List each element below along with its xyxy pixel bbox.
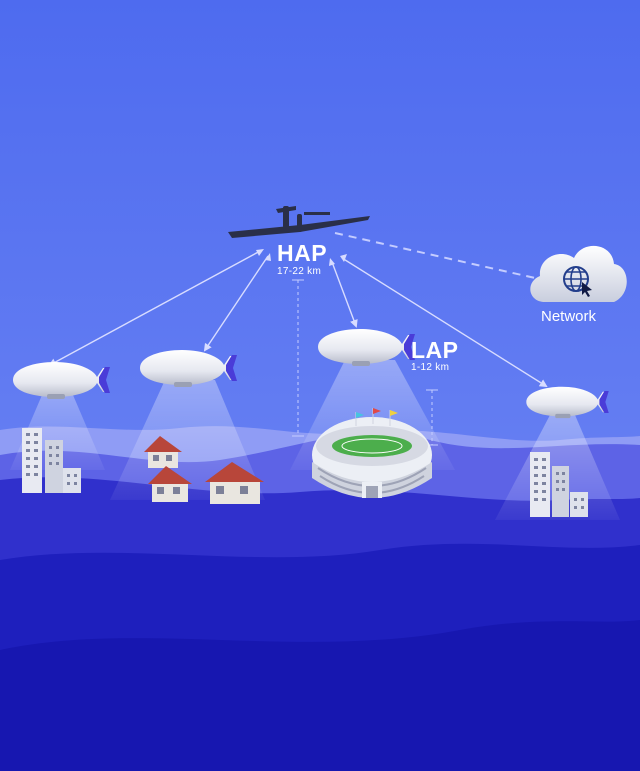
- lap-altitude-label: 1-12 km: [411, 362, 450, 373]
- link-hap-left: [48, 249, 263, 366]
- link-hap-right: [341, 257, 548, 388]
- network-label: Network: [541, 308, 597, 325]
- building-icon: [530, 452, 588, 517]
- arrowhead: [256, 249, 264, 256]
- globe-icon: [563, 266, 592, 297]
- lap-title: LAP: [411, 337, 459, 363]
- house-icon: [205, 462, 264, 504]
- link-hap-network: [334, 232, 536, 279]
- hap-title: HAP: [277, 240, 328, 266]
- house-icon: [148, 466, 192, 502]
- link-hap-lap: [331, 261, 358, 328]
- building-icon: [22, 428, 81, 493]
- cloud-network-icon: [530, 245, 627, 302]
- arrowhead: [265, 253, 271, 261]
- hap-aircraft-icon: [228, 206, 370, 238]
- stadium-icon: [312, 408, 432, 498]
- arrowhead: [329, 258, 335, 266]
- house-icon: [144, 436, 182, 468]
- link-hap-houses: [203, 255, 269, 352]
- arrowhead: [340, 254, 347, 262]
- foreground-ground-2: [0, 620, 640, 771]
- hap-altitude-label: 17-22 km: [277, 266, 322, 277]
